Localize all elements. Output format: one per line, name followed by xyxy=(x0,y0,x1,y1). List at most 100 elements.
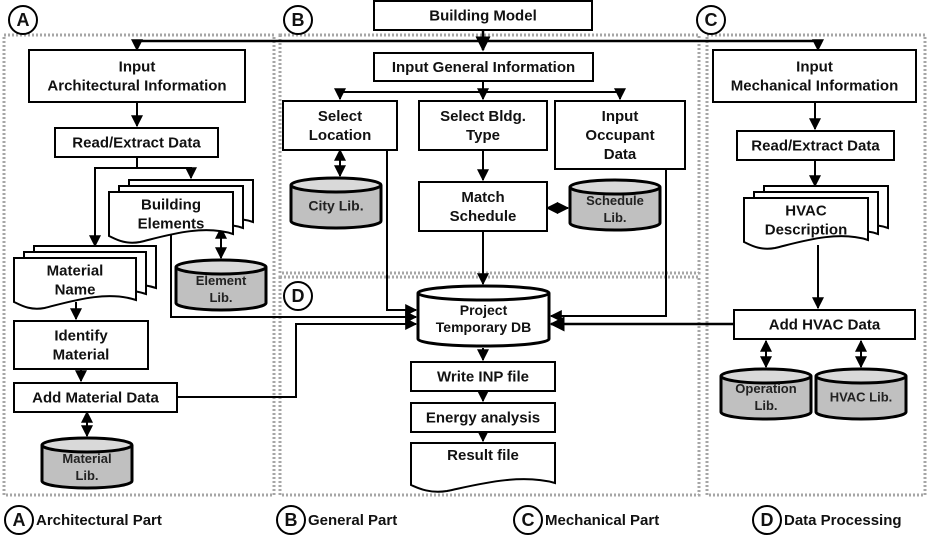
cylinder-body xyxy=(174,267,268,312)
marker-circle xyxy=(283,281,313,311)
region-c-border xyxy=(705,33,927,497)
operation-lib-label: Operation xyxy=(735,381,796,396)
document-front-sheet xyxy=(410,442,556,493)
process-box xyxy=(418,100,548,151)
schedule-lib-label: Lib. xyxy=(603,210,626,225)
process-box xyxy=(54,127,219,158)
building-model-box: Building Model xyxy=(373,0,593,31)
add-hvac-data-label: Add HVAC Data xyxy=(769,316,881,333)
section-c-marker-legend: C xyxy=(513,505,543,535)
connector-location-to-db xyxy=(386,150,418,316)
legend-label: Architectural Part xyxy=(36,512,162,529)
connectors xyxy=(70,30,867,443)
match-schedule-label: Match xyxy=(461,189,504,206)
cylinder-top xyxy=(289,176,383,194)
document-front-sheet xyxy=(108,191,234,244)
hvac-lib-label: HVAC Lib. xyxy=(830,389,893,404)
marker-letter: D xyxy=(761,510,774,530)
material-lib-label: Material xyxy=(62,451,111,466)
input-general-label: Input General Information xyxy=(392,59,575,76)
input-occupant-label: Data xyxy=(604,146,637,163)
read-extract-a-label: Read/Extract Data xyxy=(72,134,201,151)
connector-elements-to-db xyxy=(170,232,418,323)
result-file-document: Result file xyxy=(410,442,556,493)
region-a-border xyxy=(2,33,276,497)
marker-circle xyxy=(8,5,38,35)
identify-material-label: Identify xyxy=(54,327,108,344)
marker-letter: C xyxy=(705,10,718,30)
marker-letter: D xyxy=(292,286,305,306)
process-box xyxy=(410,402,556,433)
add-material-data-label: Add Material Data xyxy=(32,389,159,406)
cylinder-top xyxy=(40,436,134,454)
input-arch-label: Input xyxy=(119,58,156,75)
marker-circle xyxy=(276,505,306,535)
cylinder-body xyxy=(416,293,551,348)
process-box xyxy=(733,309,916,340)
read-extract-c-label: Read/Extract Data xyxy=(751,137,880,154)
energy-analysis-box: Energy analysis xyxy=(410,402,556,433)
legend-label: General Part xyxy=(308,512,397,529)
hvac-description-label: HVAC xyxy=(785,202,827,219)
write-inp-label: Write INP file xyxy=(437,368,529,385)
connector-read-to-elements xyxy=(136,157,197,180)
marker-circle xyxy=(696,5,726,35)
process-box xyxy=(28,49,246,103)
city-lib-cylinder: City Lib. xyxy=(289,176,383,230)
energy-analysis-label: Energy analysis xyxy=(426,409,540,426)
cylinder-body xyxy=(40,445,134,490)
process-box xyxy=(373,0,593,31)
cylinder-top xyxy=(568,178,662,196)
material-name-label: Name xyxy=(55,281,96,298)
process-box xyxy=(554,100,686,170)
marker-circle xyxy=(4,505,34,535)
input-occupant-label: Occupant xyxy=(585,127,654,144)
select-bldg-type-label: Type xyxy=(466,127,500,144)
region-b-border xyxy=(278,33,701,275)
process-box xyxy=(13,320,149,370)
document-front-sheet xyxy=(13,257,137,310)
legend-label: Data Processing xyxy=(784,512,902,529)
input-arch-label: Architectural Information xyxy=(47,77,226,94)
region-d-border xyxy=(278,275,701,497)
identify-material-label: Material xyxy=(53,346,110,363)
select-location-label: Location xyxy=(309,127,372,144)
cylinder-body xyxy=(289,185,383,230)
process-box xyxy=(410,361,556,392)
marker-letter: C xyxy=(522,510,535,530)
project-db-label: Temporary DB xyxy=(436,319,531,335)
project-db-label: Project xyxy=(460,302,508,318)
cylinder-top xyxy=(814,367,908,385)
marker-circle xyxy=(752,505,782,535)
cylinder-top xyxy=(719,367,813,385)
match-schedule-label: Schedule xyxy=(450,208,517,225)
connector-general-to-location xyxy=(334,81,484,101)
section-b-marker: B xyxy=(283,5,313,35)
select-location-label: Select xyxy=(318,108,362,125)
section-a-marker-legend: A xyxy=(4,505,34,535)
hvac-lib-cylinder: HVAC Lib. xyxy=(814,367,908,421)
input-occupant-label: Input xyxy=(602,108,639,125)
process-box xyxy=(373,52,594,82)
section-d-marker: D xyxy=(283,281,313,311)
write-inp-box: Write INP file xyxy=(410,361,556,392)
marker-circle xyxy=(283,5,313,35)
process-box xyxy=(418,181,548,232)
building-elements-label: Building xyxy=(141,196,201,213)
connector-general-to-occupant xyxy=(483,88,626,101)
document-front-sheet xyxy=(743,197,869,250)
result-file-label: Result file xyxy=(447,447,519,464)
